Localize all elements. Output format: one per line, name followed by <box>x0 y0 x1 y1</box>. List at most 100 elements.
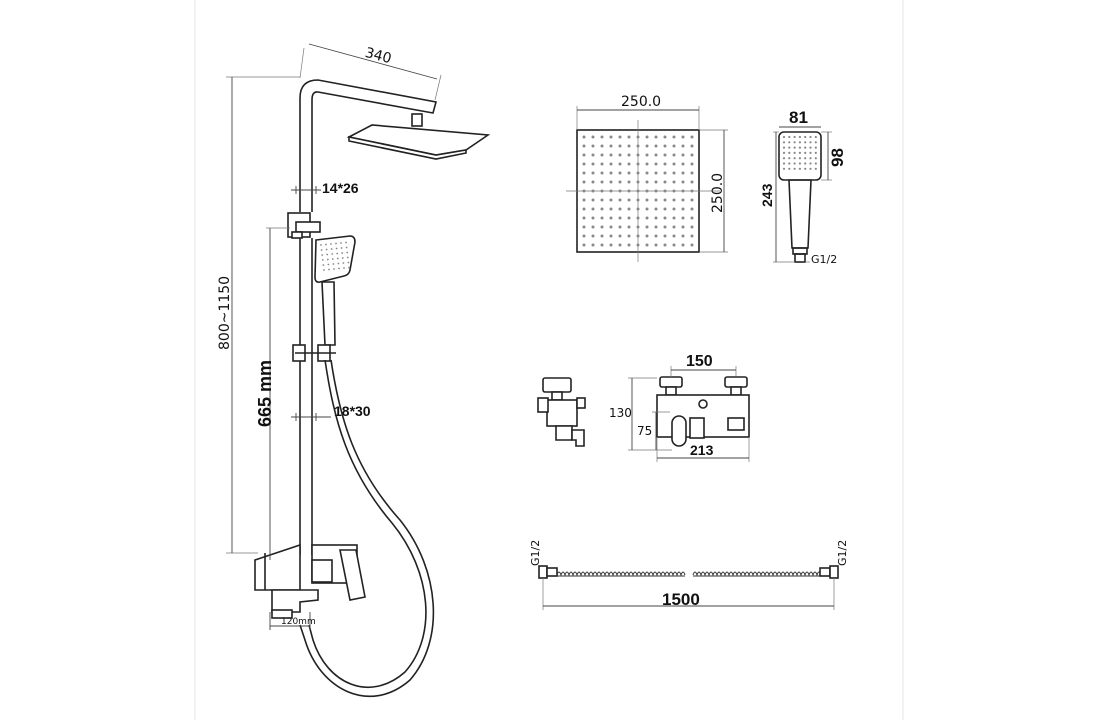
nozzle <box>654 198 658 202</box>
nozzle <box>591 234 595 238</box>
nozzle <box>663 162 667 166</box>
nozzle <box>348 266 350 269</box>
nozzle <box>788 162 791 165</box>
nozzle <box>645 144 649 148</box>
rain-head <box>346 113 491 160</box>
nozzle <box>672 171 676 175</box>
nozzle <box>663 189 667 193</box>
nozzle <box>321 259 324 261</box>
nozzle <box>591 207 595 211</box>
nozzle <box>654 243 658 247</box>
nozzle <box>690 171 694 175</box>
nozzle <box>804 141 807 144</box>
nozzle <box>600 225 604 229</box>
nozzle <box>600 135 604 139</box>
nozzle <box>809 146 812 149</box>
nozzle <box>645 207 649 211</box>
nozzle <box>645 189 649 193</box>
nozzle <box>332 263 335 265</box>
nozzle <box>600 234 604 238</box>
head-shower-plan: 250.0 250.0 <box>566 94 728 262</box>
nozzle <box>609 144 613 148</box>
nozzle <box>600 153 604 157</box>
nozzle <box>793 146 796 149</box>
nozzle <box>782 141 786 144</box>
nozzle <box>654 234 658 238</box>
nozzle <box>788 167 791 170</box>
nozzle <box>798 162 802 165</box>
nozzle <box>654 189 658 193</box>
nozzle <box>809 167 812 170</box>
nozzle <box>323 269 325 271</box>
nozzle <box>335 242 337 245</box>
nozzle <box>582 135 586 139</box>
nozzle <box>636 162 640 166</box>
nozzle <box>618 225 622 229</box>
nozzle <box>342 262 345 264</box>
nozzle <box>654 216 658 220</box>
hand-shower-plan: 81 98 243 G1/2 <box>759 108 847 266</box>
nozzle <box>672 153 676 157</box>
nozzle <box>341 257 344 259</box>
nozzle <box>814 151 817 154</box>
nozzle <box>609 171 613 175</box>
nozzle <box>582 243 586 247</box>
nozzle <box>663 171 667 175</box>
nozzle <box>636 243 640 247</box>
nozzle <box>672 180 676 184</box>
nozzle <box>340 247 343 249</box>
nozzle <box>627 198 631 202</box>
nozzle <box>663 198 667 202</box>
nozzle <box>326 253 329 256</box>
nozzle <box>788 157 791 160</box>
nozzle <box>325 243 327 246</box>
nozzle <box>636 144 640 148</box>
nozzle <box>690 198 694 202</box>
nozzle <box>672 144 676 148</box>
nozzle <box>322 264 325 266</box>
nozzle <box>618 216 622 220</box>
nozzle <box>645 162 649 166</box>
nozzle <box>320 244 322 246</box>
nozzle <box>627 207 631 211</box>
nozzle <box>591 180 595 184</box>
nozzle <box>804 146 807 149</box>
nozzle <box>681 207 685 211</box>
nozzle <box>654 207 658 211</box>
nozzle <box>654 171 658 175</box>
nozzle <box>798 135 802 139</box>
nozzle <box>654 135 658 139</box>
nozzle <box>672 135 676 139</box>
nozzle <box>609 207 613 211</box>
mixer-on-column <box>254 543 366 619</box>
nozzle <box>600 243 604 247</box>
nozzle <box>582 153 586 157</box>
dim-slide-bar: 665 mm <box>255 360 275 427</box>
nozzle <box>591 243 595 247</box>
shower-hose: G1/2 G1/2 1500 <box>529 540 849 610</box>
nozzle <box>341 252 344 254</box>
hand-dim-total-height: 243 <box>759 183 775 207</box>
nozzle <box>627 180 631 184</box>
nozzle <box>582 207 586 211</box>
nozzle <box>618 243 622 247</box>
nozzle-grid <box>582 135 694 247</box>
nozzle <box>600 189 604 193</box>
nozzle <box>672 198 676 202</box>
nozzle <box>627 216 631 220</box>
nozzle <box>627 171 631 175</box>
nozzle <box>609 243 613 247</box>
nozzle <box>325 248 328 251</box>
nozzle <box>782 157 786 160</box>
nozzle <box>636 180 640 184</box>
nozzle <box>681 225 685 229</box>
nozzle <box>809 141 812 144</box>
nozzle <box>636 171 640 175</box>
hose-thread-right: G1/2 <box>836 540 849 566</box>
nozzle <box>627 144 631 148</box>
nozzle <box>690 153 694 157</box>
nozzle <box>335 247 338 250</box>
nozzle <box>681 135 685 139</box>
nozzle <box>672 216 676 220</box>
nozzle <box>609 189 613 193</box>
